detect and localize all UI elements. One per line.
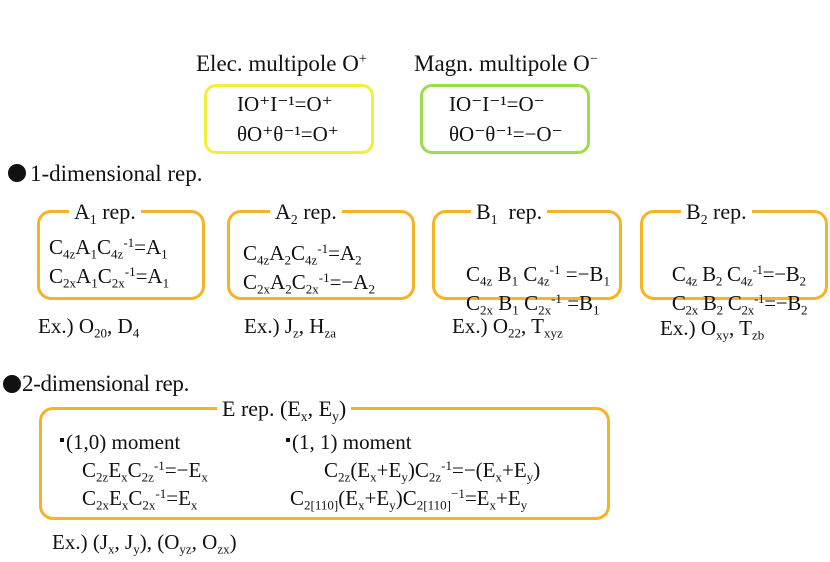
bullet-square — [60, 437, 64, 442]
a2-c4z-eq: C4zA2C4z-1=A2 — [243, 240, 362, 268]
a2-c2x-eq: C2xA2C2x-1=−A2 — [243, 269, 375, 297]
b1-c2x-eq: C2x B1 C2x-1 =B1 — [466, 290, 600, 318]
b2-c2x-eq: C2x B2 C2x-1=−B2 — [671, 290, 808, 318]
b1-rep-box: B1 rep. C4z B1 C4z-1 =−B1 C2x B1 C2x-1 =… — [432, 201, 622, 317]
bullet-dot — [8, 164, 26, 182]
a1-c2x-eq: C2xA1C2x-1=A1 — [49, 263, 170, 291]
b1-example: Ex.) O22, Txyz — [452, 314, 563, 341]
b2-c4z-eq: C4z B2 C4z-1=−B2 — [671, 261, 806, 289]
a1-c4z-eq: C4zA1C4z-1=A1 — [49, 234, 168, 262]
magn-multipole-label: Magn. multipole O− — [414, 51, 598, 76]
e-c2z-eq: C2zExC2z-1=−Ex — [82, 457, 208, 485]
moment-10-heading: (1,0) moment — [60, 432, 180, 453]
e-c2x-eq: C2xExC2x-1=Ex — [82, 485, 198, 513]
a2-example: Ex.) Jz, Hza — [244, 314, 337, 341]
b2-rep-title: B2 rep. — [681, 201, 752, 226]
moment-11-heading: (1, 1) moment — [286, 432, 412, 453]
e-c2-110-eq: C2[110](Ex+Ey)C2[110]−1=Ex+Ey — [290, 485, 528, 513]
a1-example: Ex.) O20, D4 — [38, 314, 140, 341]
e-example: Ex.) (Jx, Jy), (Oyz, Ozx) — [52, 530, 237, 557]
b1-rep-title: B1 rep. — [471, 201, 548, 226]
a2-rep-title: A2 rep. — [270, 201, 342, 226]
elec-multipole-label: Elec. multipole O+ — [196, 51, 367, 76]
e-c2z-diag-eq: C2z(Ex+Ey)C2z-1=−(Ex+Ey) — [324, 457, 541, 485]
elec-symmetry-box: IO⁺I⁻¹=O⁺ θO⁺θ⁻¹=O⁺ — [204, 84, 374, 154]
elec-parity-eq: IO⁺I⁻¹=O⁺ — [237, 92, 333, 116]
magn-symmetry-box: IO⁻I⁻¹=O⁻ θO⁻θ⁻¹=−O⁻ — [420, 84, 590, 154]
bullet-dot — [3, 375, 21, 393]
e-rep-title: E rep. (Ex, Ey) — [217, 398, 352, 423]
a2-rep-box: A2 rep. C4zA2C4z-1=A2 C2xA2C2x-1=−A2 — [227, 201, 415, 300]
section-1-heading: 1-dimensional rep. — [30, 161, 203, 186]
a1-rep-title: A1 rep. — [69, 201, 141, 226]
b1-c4z-eq: C4z B1 C4z-1 =−B1 — [466, 261, 610, 289]
magn-parity-eq: IO⁻I⁻¹=O⁻ — [449, 92, 545, 116]
bullet-square — [286, 437, 290, 442]
magn-time-reversal-eq: θO⁻θ⁻¹=−O⁻ — [449, 122, 563, 146]
b2-rep-box: B2 rep. C4z B2 C4z-1=−B2 C2x B2 C2x-1=−B… — [640, 201, 828, 317]
b2-example: Ex.) Oxy, Tzb — [660, 316, 765, 343]
a1-rep-box: A1 rep. C4zA1C4z-1=A1 C2xA1C2x-1=A1 — [37, 201, 205, 300]
elec-time-reversal-eq: θO⁺θ⁻¹=O⁺ — [237, 122, 339, 146]
e-rep-box: E rep. (Ex, Ey) (1,0) moment C2zExC2z-1=… — [39, 398, 610, 520]
section-2-heading: 2-dimensional rep. — [22, 371, 190, 396]
